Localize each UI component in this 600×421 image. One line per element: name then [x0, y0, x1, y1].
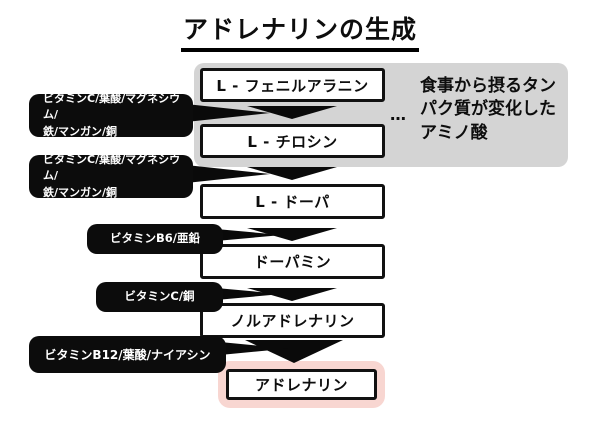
flow-box-l-tyrosine: L - チロシン: [200, 124, 385, 158]
cofactor-text: ビタミンC/銅: [124, 289, 195, 304]
cofactor-text: ビタミンC/葉酸/マグネシウム/ 鉄/マンガン/銅: [43, 91, 181, 138]
cofactor-label-3: ビタミンB6/亜鉛: [87, 224, 223, 254]
flow-box-l-phenylalanine: L - フェニルアラニン: [200, 68, 385, 102]
flow-box-dopamine: ドーパミン: [200, 244, 385, 279]
cofactor-text: ビタミンC/葉酸/マグネシウム/ 鉄/マンガン/銅: [43, 152, 181, 199]
flow-box-label: アドレナリン: [254, 376, 348, 394]
cofactor-label-2: ビタミンC/葉酸/マグネシウム/ 鉄/マンガン/銅: [29, 153, 193, 199]
flow-box-noradrenaline: ノルアドレナリン: [200, 303, 385, 338]
cofactor-text: ビタミンB6/亜鉛: [110, 231, 200, 246]
cofactor-label-1: ビタミンC/葉酸/マグネシウム/ 鉄/マンガン/銅: [29, 92, 193, 138]
note-ellipsis-connector: …: [390, 105, 407, 124]
down-arrow-5: [245, 340, 343, 363]
diagram-title: アドレナリンの生成: [180, 10, 419, 52]
flow-box-label: ドーパミン: [253, 253, 332, 271]
note-text: 食事から摂るタン パク質が変化した アミノ酸: [420, 76, 556, 143]
flow-box-label: ノルアドレナリン: [230, 312, 355, 330]
page-header: アドレナリンの生成: [0, 10, 600, 52]
flow-box-label: L - チロシン: [247, 132, 338, 151]
flow-box-adrenaline: アドレナリン: [226, 369, 377, 400]
flow-box-label: L - フェニルアラニン: [216, 76, 369, 95]
cofactor-text: ビタミンB12/葉酸/ナイアシン: [44, 347, 211, 362]
flow-box-l-dopa: L - ドーパ: [200, 184, 385, 219]
cofactor-label-5: ビタミンB12/葉酸/ナイアシン: [29, 336, 226, 373]
flow-box-label: L - ドーパ: [255, 193, 330, 211]
cofactor-label-4: ビタミンC/銅: [96, 282, 223, 312]
